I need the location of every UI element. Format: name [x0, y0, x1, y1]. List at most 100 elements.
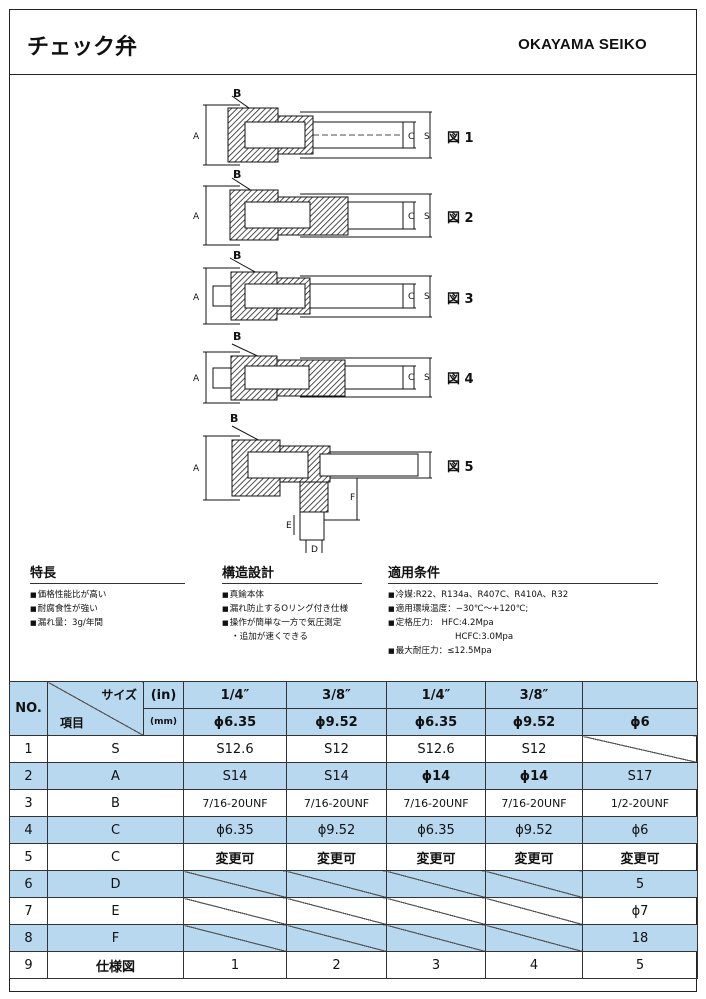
conditions-section: 適用条件 冷媒:R22、R134a、R407C、R410A、R32 適用環境温度…	[388, 562, 658, 658]
row-item: B	[47, 789, 184, 817]
row-value: 7/16-20UNF	[183, 789, 287, 817]
figure-3-drawing	[203, 257, 432, 325]
row-value	[485, 924, 583, 952]
dim-b-1: B	[233, 87, 241, 100]
feature-item: 価格性能比が高い	[30, 588, 185, 602]
row-value	[183, 924, 287, 952]
row-value	[183, 870, 287, 898]
row-item: C	[47, 816, 184, 844]
dim-s-1: S	[424, 132, 430, 142]
row-value: 1/2-20UNF	[582, 789, 698, 817]
dim-a-3: A	[193, 293, 200, 303]
dim-b-2: B	[233, 168, 241, 181]
design-item: 操作が簡単な一方で気圧測定	[222, 616, 362, 630]
brand-name: OKAYAMA SEIKO	[518, 36, 647, 53]
table-header-row-mm: (mm) ϕ6.35 ϕ9.52 ϕ6.35 ϕ9.52 ϕ6	[10, 708, 698, 736]
row-value: 7/16-20UNF	[485, 789, 583, 817]
row-value: ϕ9.52	[286, 816, 387, 844]
dim-s-3: S	[424, 292, 430, 302]
dim-s-2: S	[424, 212, 430, 222]
design-item-cont: ・追加が速くできる	[231, 632, 308, 642]
figure-5-drawing	[203, 425, 432, 553]
dim-b-5: B	[230, 412, 238, 425]
row-number: 8	[9, 924, 48, 952]
row-number: 6	[9, 870, 48, 898]
row-value	[286, 870, 387, 898]
feature-item: 耐腐食性が強い	[30, 602, 185, 616]
row-value: 1	[183, 951, 287, 979]
row-value	[286, 897, 387, 925]
inch-size: 3/8″	[485, 681, 583, 709]
inch-size: 1/4″	[386, 681, 486, 709]
dim-a-4: A	[193, 374, 200, 384]
row-value: ϕ9.52	[485, 816, 583, 844]
condition-item: 定格圧力: HFC:4.2Mpa	[388, 616, 658, 630]
row-value	[386, 924, 486, 952]
row-item: F	[47, 924, 184, 952]
row-item: E	[47, 897, 184, 925]
row-number: 3	[9, 789, 48, 817]
row-number: 5	[9, 843, 48, 871]
row-value: S17	[582, 762, 698, 790]
dim-c-1: C	[408, 132, 414, 142]
mm-size: ϕ6.35	[386, 708, 486, 736]
conditions-title: 適用条件	[388, 562, 658, 584]
row-number: 2	[9, 762, 48, 790]
row-item: A	[47, 762, 184, 790]
row-value: 2	[286, 951, 387, 979]
row-value	[183, 897, 287, 925]
no-header: NO.	[9, 681, 48, 736]
row-value	[386, 897, 486, 925]
row-value: 7/16-20UNF	[386, 789, 486, 817]
dim-a-1: A	[193, 132, 200, 142]
row-value: S14	[183, 762, 287, 790]
spec-table: NO. サイズ 項目 (in) 1/4″ 3/8″ 1/4″ 3/8″ (mm)…	[9, 681, 698, 979]
figure-label-2: 図 2	[447, 211, 474, 226]
condition-item: 冷媒:R22、R134a、R407C、R410A、R32	[388, 588, 658, 602]
row-value: 変更可	[183, 843, 287, 871]
row-value: 4	[485, 951, 583, 979]
row-value	[286, 924, 387, 952]
size-label: サイズ	[101, 688, 137, 702]
size-item-header: サイズ 項目	[47, 681, 144, 736]
feature-item: 漏れ量：3g/年間	[30, 616, 185, 630]
row-value: ϕ6.35	[386, 816, 486, 844]
page-title: チェック弁	[27, 35, 138, 60]
page-header: チェック弁 OKAYAMA SEIKO	[9, 9, 697, 75]
row-value: S12	[485, 735, 583, 763]
condition-item-cont: HCFC:3.0Mpa	[455, 632, 514, 642]
row-number: 7	[9, 897, 48, 925]
dim-a-2: A	[193, 212, 200, 222]
design-section: 構造設計 真鍮本体 漏れ防止するOリング付き仕様 操作が簡単な一方で気圧測定 ・…	[222, 562, 362, 644]
dim-c-4: C	[408, 373, 414, 383]
inch-size: 3/8″	[286, 681, 387, 709]
features-section: 特長 価格性能比が高い 耐腐食性が強い 漏れ量：3g/年間	[30, 562, 185, 630]
row-number: 4	[9, 816, 48, 844]
dim-c-2: C	[408, 212, 414, 222]
inch-size: 1/4″	[183, 681, 287, 709]
row-value: S12.6	[386, 735, 486, 763]
mm-size: ϕ6.35	[183, 708, 287, 736]
row-value	[582, 735, 698, 763]
row-item: S	[47, 735, 184, 763]
page-frame	[9, 9, 697, 992]
design-title: 構造設計	[222, 562, 362, 584]
row-item: C	[47, 843, 184, 871]
row-value	[386, 870, 486, 898]
figure-4-drawing	[203, 343, 432, 404]
table-header-row-inch: NO. サイズ 項目 (in) 1/4″ 3/8″ 1/4″ 3/8″	[9, 681, 698, 736]
row-value: S14	[286, 762, 387, 790]
row-value: 18	[582, 924, 698, 952]
mm-size: ϕ9.52	[485, 708, 583, 736]
dim-d-5: D	[311, 545, 318, 555]
condition-item: 最大耐圧力：≤12.5Mpa	[388, 644, 658, 658]
figure-label-5: 図 5	[447, 460, 474, 475]
figure-label-1: 図 1	[447, 131, 474, 146]
unit-mm: (mm)	[143, 708, 184, 736]
